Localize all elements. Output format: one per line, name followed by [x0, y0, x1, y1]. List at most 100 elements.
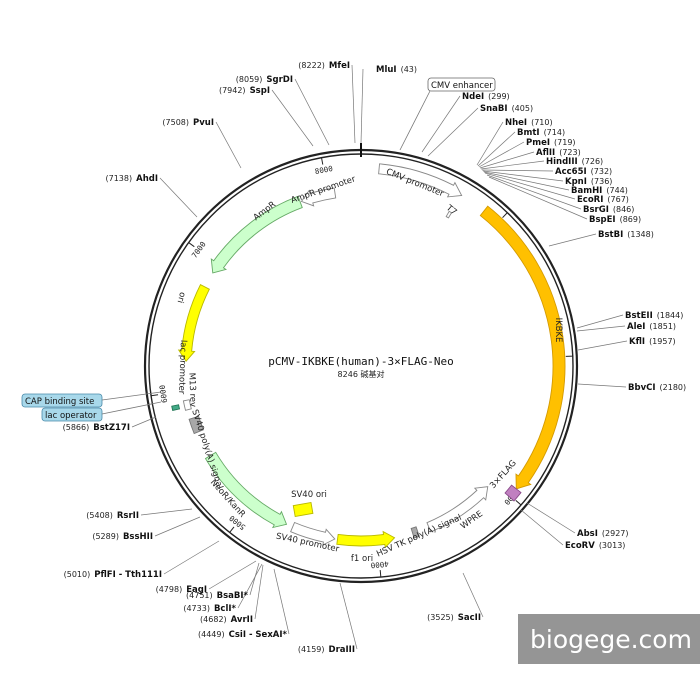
enzyme-site-bstbi: BstBI(1348) — [598, 230, 654, 240]
enzyme-site-bbvci: BbvCI(2180) — [628, 383, 686, 393]
tick-label-6000: 6000 — [158, 384, 170, 404]
leader-bsshii — [154, 516, 201, 537]
enzyme-name-bsabi: BsaBI* — [217, 591, 249, 601]
feature-sv40-promoter — [290, 521, 336, 546]
tick-label-7000: 7000 — [190, 240, 208, 260]
leader-bspei — [488, 176, 588, 220]
enzyme-site-sspi: SspI(7942) — [219, 86, 270, 96]
leader-bsabi — [249, 562, 260, 596]
enzyme-site-pvui: PvuI(7508) — [162, 118, 214, 128]
enzyme-name-bcli: BclI* — [214, 604, 237, 614]
enzyme-name-ndei: NdeI — [462, 92, 484, 102]
enzyme-pos-bsshii: (5289) — [92, 532, 119, 541]
enzyme-name-draiii: DraIII — [329, 645, 355, 655]
enzyme-name-csii-sexai: CsiI - SexAI* — [229, 630, 288, 640]
feature-label-t7: T7 — [443, 203, 458, 218]
enzyme-pos-sacii: (3525) — [427, 613, 454, 622]
leader-pmei — [478, 141, 525, 168]
watermark-bg — [518, 614, 700, 664]
enzyme-name-pmei: PmeI — [526, 138, 550, 148]
enzyme-site-avrii: AvrII(4682) — [200, 615, 253, 625]
feature-sv40-polya — [188, 415, 204, 435]
enzyme-pos-alei: (1851) — [649, 322, 676, 331]
enzyme-site-sacii: SacII (3525) — [427, 613, 481, 623]
leader-bsteii — [576, 314, 624, 329]
enzyme-pos-sspi: (7942) — [219, 86, 246, 95]
cmv-enhancer-leader — [399, 90, 431, 151]
enzyme-name-bstbi: BstBI — [598, 230, 623, 240]
enzyme-name-ahdi: AhdI — [136, 174, 158, 184]
enzyme-site-pmei: PmeI (719) — [526, 138, 576, 148]
leader-nhei — [476, 121, 504, 166]
tick-5000 — [229, 526, 235, 533]
leader-absi — [526, 502, 576, 534]
watermark: biogege.com — [530, 625, 692, 654]
enzyme-name-avrii: AvrII — [231, 615, 253, 625]
leader-csii-sexai — [273, 568, 290, 635]
enzyme-name-bmti: BmtI — [517, 128, 540, 138]
enzyme-site-ecorv: EcoRV(3013) — [565, 541, 625, 551]
enzyme-name-bsrgi: BsrGI — [583, 205, 609, 215]
enzyme-name-rsrii: RsrII — [117, 511, 139, 521]
enzyme-site-bsshii: BssHII(5289) — [92, 532, 153, 542]
leader-bamhi — [483, 171, 570, 191]
feature-label-m13-rev: M13 rev — [186, 373, 197, 408]
enzyme-site-bsrgi: BsrGI(846) — [583, 205, 634, 215]
leader-rsrii — [140, 508, 193, 516]
enzyme-pos-nhei: (710) — [531, 118, 553, 127]
plasmid-name: pCMV-IKBKE(human)-3×FLAG-Neo — [268, 355, 453, 368]
cap-binding-site-label: CAP binding site — [21, 393, 103, 408]
svg-text:lac operator: lac operator — [45, 411, 97, 421]
tick-label-4000: 4000 — [370, 559, 389, 570]
leader-bstz17i — [131, 416, 157, 428]
tick-3000 — [515, 500, 522, 506]
enzyme-pos-ahdi: (7138) — [106, 174, 133, 183]
plasmid-size: 8246 碱基对 — [338, 369, 385, 379]
cap-binding-leader — [101, 391, 162, 401]
enzyme-name-nhei: NheI — [505, 118, 527, 128]
leader-kpni — [482, 170, 564, 182]
enzyme-name-bspei: BspEI — [589, 215, 616, 225]
enzyme-name-bsteii: BstEII — [625, 311, 653, 321]
enzyme-name-bamhi: BamHI — [571, 186, 602, 196]
leader-alei — [576, 325, 626, 332]
enzyme-pos-bsteii: (1844) — [657, 311, 684, 320]
enzyme-name-acc65i: Acc65I — [555, 167, 587, 177]
leader-pvui — [215, 121, 242, 169]
enzyme-site-sgrdi: SgrDI(8059) — [236, 75, 293, 85]
svg-text:CMV enhancer: CMV enhancer — [431, 81, 493, 91]
enzyme-pos-pvui: (7508) — [162, 118, 189, 127]
enzyme-pos-acc65i: (732) — [591, 167, 613, 176]
enzyme-site-ecori: EcoRI(767) — [577, 195, 629, 205]
enzyme-site-bspei: BspEI(869) — [589, 215, 641, 225]
enzyme-pos-mlui: (43) — [401, 65, 417, 74]
enzyme-pos-absi: (2927) — [602, 529, 629, 538]
enzyme-site-aflii: AflII(723) — [536, 148, 581, 158]
leader-ahdi — [159, 177, 198, 218]
feature-neo-kanr — [204, 451, 288, 529]
leader-eagi — [208, 560, 257, 590]
leader-ecorv — [520, 509, 564, 546]
enzyme-pos-pmei: (719) — [554, 138, 576, 147]
enzyme-site-bsabi: BsaBI*(4751) — [186, 591, 249, 601]
feature-ampr-promoter — [300, 187, 337, 207]
tick-8000 — [321, 157, 324, 165]
svg-text:CAP binding site: CAP binding site — [25, 397, 94, 407]
feature-cmv-promoter — [378, 163, 463, 198]
feature-wpre — [426, 486, 489, 533]
enzyme-site-kfli: KflI(1957) — [629, 337, 676, 347]
feature-label-f1-ori: f1 ori — [351, 554, 373, 564]
tick-label-8000: 8000 — [314, 164, 334, 176]
enzyme-name-sacii: SacII — [458, 613, 481, 623]
leader-sspi — [271, 89, 314, 147]
tick-6000 — [151, 394, 159, 397]
enzyme-site-hindiii: HindIII(726) — [546, 157, 603, 167]
enzyme-pos-bcli: (4733) — [183, 604, 210, 613]
enzyme-name-hindiii: HindIII — [546, 157, 578, 167]
feature-ampr — [210, 195, 303, 274]
feature-label-lac-promoter: lac promoter — [176, 340, 188, 395]
leader-ndei — [421, 95, 461, 153]
enzyme-name-bbvci: BbvCI — [628, 383, 656, 393]
